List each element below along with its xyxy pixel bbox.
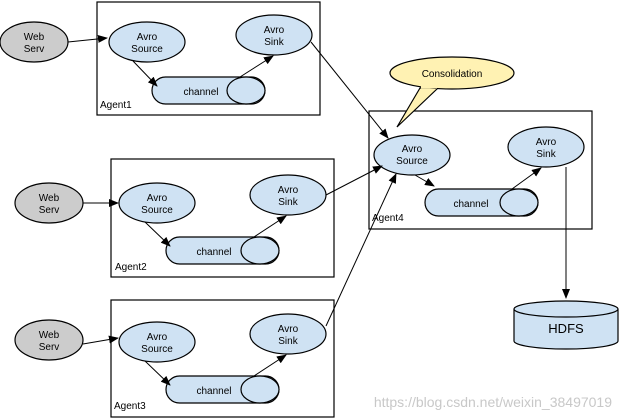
arrow-agent1-sink-to-agent4-source: [310, 41, 389, 139]
agent3-channel-label: channel: [196, 386, 231, 397]
hdfs-storage: HDFS: [513, 300, 619, 350]
arrow-agent3-channel-to-sink: [253, 354, 287, 377]
agent2-label: Agent2: [115, 262, 147, 273]
web-server-3: Web Serv: [14, 319, 84, 361]
agent1-sink-line1: Avro: [264, 25, 285, 36]
arrow-agent2-source-to-channel: [144, 221, 171, 247]
agent4-channel: channel: [424, 188, 539, 217]
consolidation-label: Consolidation: [422, 69, 483, 80]
agent4-source-line2: Source: [396, 156, 428, 167]
agent3-label: Agent3: [114, 401, 146, 412]
agent4-box: [368, 110, 593, 230]
agent1-channel: channel: [151, 76, 266, 105]
web-server-1: Web Serv: [0, 21, 69, 63]
agent1-sink-line2: Sink: [264, 37, 284, 48]
web-server-2-line1: Web: [39, 193, 60, 204]
agent3-source: Avro Source: [118, 321, 196, 363]
arrow-web3-to-agent3-source: [82, 335, 119, 345]
agent1-sink: Avro Sink: [235, 14, 313, 56]
web-server-3-line1: Web: [39, 330, 60, 341]
arrow-agent3-source-to-channel: [144, 360, 171, 386]
agent2-sink-line2: Sink: [278, 197, 298, 208]
web-server-3-line2: Serv: [39, 342, 60, 353]
agent2-sink: Avro Sink: [249, 174, 327, 216]
arrow-agent4-source-to-channel: [414, 174, 435, 187]
agent2-source: Avro Source: [118, 182, 196, 224]
web-server-1-line1: Web: [24, 32, 45, 43]
agent4-source: Avro Source: [373, 134, 451, 176]
agent1-channel-label: channel: [183, 87, 218, 98]
agent2-source-line1: Avro: [147, 193, 168, 204]
agent4-label: Agent4: [372, 213, 404, 224]
arrow-agent4-channel-to-sink: [511, 167, 542, 190]
web-server-1-line2: Serv: [24, 44, 45, 55]
agent4-sink: Avro Sink: [507, 126, 585, 168]
watermark: https://blog.csdn.net/weixin_38497019: [374, 394, 612, 410]
agent3-sink: Avro Sink: [249, 313, 327, 355]
web-server-2-line2: Serv: [39, 205, 60, 216]
agent3-channel: channel: [165, 375, 280, 404]
agent3-source-line1: Avro: [147, 332, 168, 343]
agent3-box: [110, 299, 335, 418]
arrow-agent2-channel-to-sink: [253, 215, 287, 238]
agent3-source-line2: Source: [141, 344, 173, 355]
agent2-channel: channel: [165, 236, 280, 265]
arrow-agent2-sink-to-agent4-source: [325, 165, 383, 196]
consolidation-callout: Consolidation: [389, 56, 515, 128]
agent4-source-line1: Avro: [402, 144, 423, 155]
hdfs-label: HDFS: [548, 321, 584, 336]
agent1-source-line1: Avro: [137, 32, 158, 43]
agent3-sink-line1: Avro: [278, 324, 299, 335]
agent1-label: Agent1: [100, 100, 132, 111]
agent1-box: [96, 1, 321, 116]
flow-arrows: [67, 34, 570, 386]
agent2-source-line2: Source: [141, 205, 173, 216]
agent2-channel-label: channel: [196, 247, 231, 258]
agent2-box: [110, 158, 335, 278]
agent4-sink-line2: Sink: [536, 149, 556, 160]
agent2-sink-line1: Avro: [278, 185, 299, 196]
agent4-channel-label: channel: [453, 199, 488, 210]
agent1-source-line2: Source: [131, 44, 163, 55]
agent4-sink-line1: Avro: [536, 137, 557, 148]
arrow-agent1-channel-to-sink: [239, 55, 274, 78]
arrow-agent1-source-to-channel: [132, 60, 158, 87]
agent3-sink-line2: Sink: [278, 336, 298, 347]
arrow-agent3-sink-to-agent4-source: [325, 173, 397, 327]
web-server-2: Web Serv: [14, 182, 84, 224]
agent1-source: Avro Source: [108, 21, 186, 63]
arrow-web1-to-agent1-source: [67, 34, 108, 43]
